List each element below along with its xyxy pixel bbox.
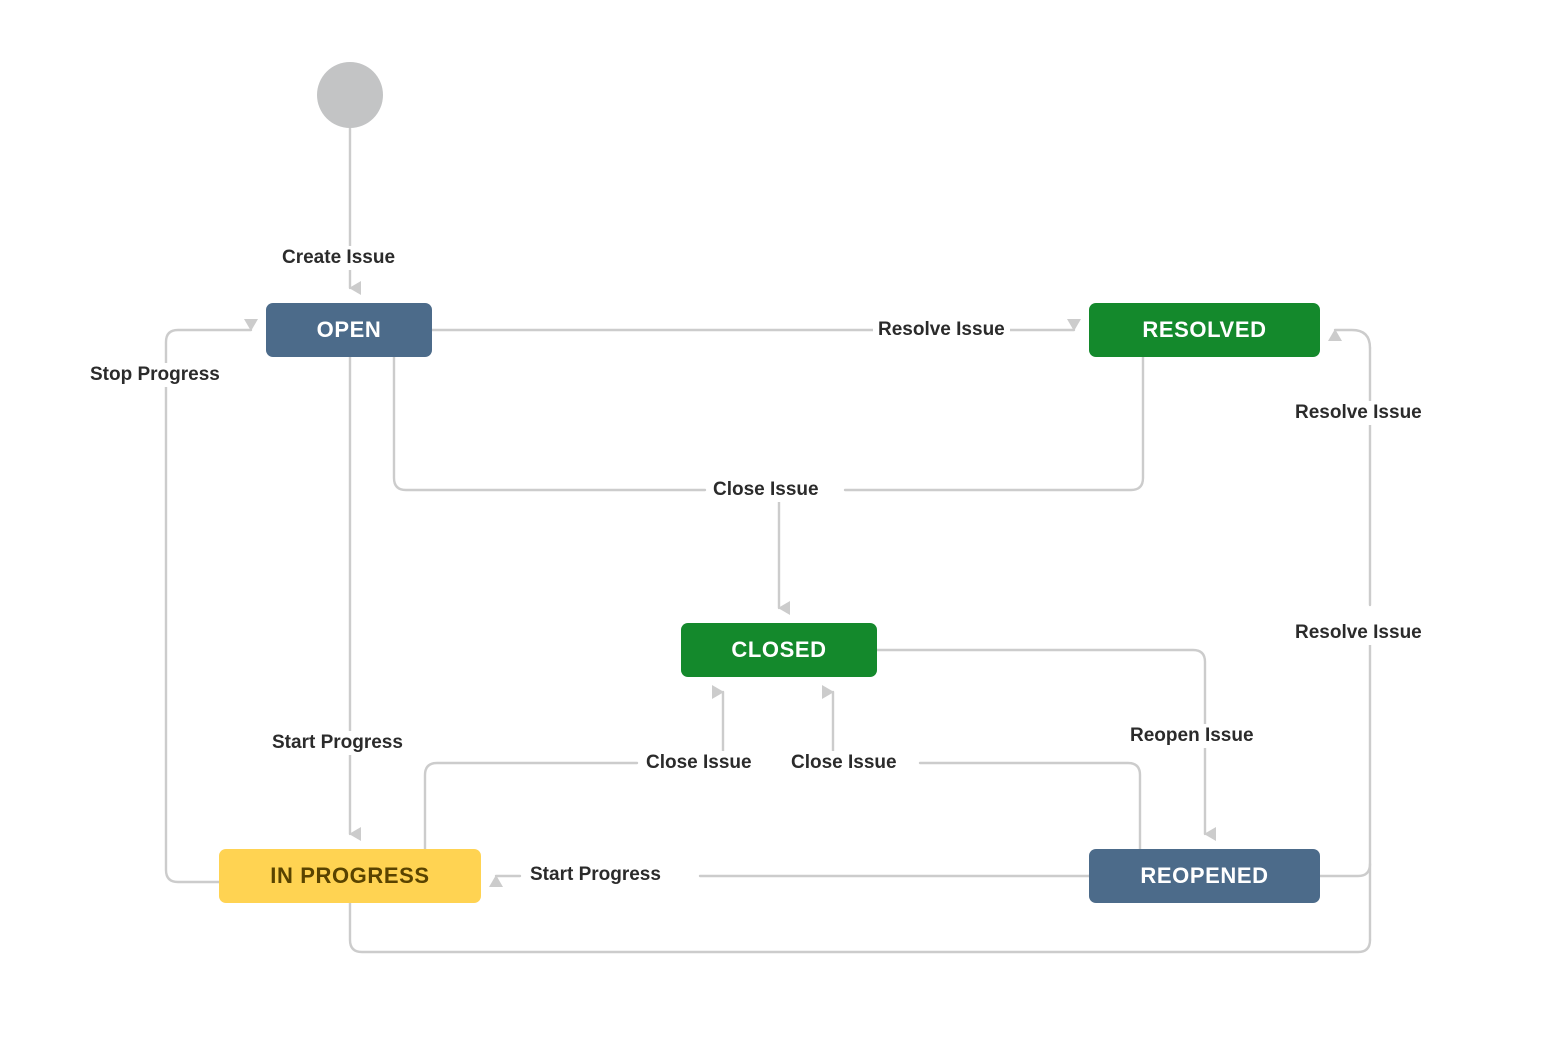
state-node-open[interactable]: OPEN [266,303,432,357]
transition-label-close-issue-top: Close Issue [708,478,824,502]
state-node-closed[interactable]: CLOSED [681,623,877,677]
transition-label-resolve-issue-in-progress: Resolve Issue [1290,621,1427,645]
edge-resolve-bus-to-resolved [1328,328,1372,350]
edge-close-issue-open-leg [392,355,707,492]
edge-resolve-issue-reopened [1318,862,1372,878]
transition-label-reopen-issue: Reopen Issue [1125,724,1259,748]
transition-label-close-issue-reopened: Close Issue [786,751,902,775]
transition-label-close-issue-in-progress: Close Issue [641,751,757,775]
edge-reopen-issue [875,648,1216,841]
state-node-open-label: OPEN [316,317,382,342]
edge-resolve-issue-inprogress [348,901,1372,954]
start-circle [317,62,383,128]
transition-label-start-progress-reopened: Start Progress [525,863,666,887]
state-node-closed-label: CLOSED [731,637,827,662]
transition-label-start-progress-open: Start Progress [267,731,408,755]
edge-close-issue-resolved-leg [843,355,1145,492]
edge-stop-progress [164,319,258,884]
state-node-resolved[interactable]: RESOLVED [1089,303,1320,357]
state-node-in-progress[interactable]: IN PROGRESS [219,849,481,903]
edge-close-issue-reopened [918,761,1142,878]
transition-label-create-issue: Create Issue [277,246,401,270]
state-node-resolved-label: RESOLVED [1142,317,1267,342]
edge-close-issue-inprogress [423,761,639,851]
state-node-reopened-label: REOPENED [1140,863,1269,888]
transition-label-resolve-issue-reopened: Resolve Issue [1290,401,1427,425]
state-node-reopened[interactable]: REOPENED [1089,849,1320,903]
transition-label-resolve-issue-open: Resolve Issue [873,318,1010,342]
state-node-in-progress-label: IN PROGRESS [270,863,430,888]
transition-label-stop-progress: Stop Progress [85,363,225,387]
